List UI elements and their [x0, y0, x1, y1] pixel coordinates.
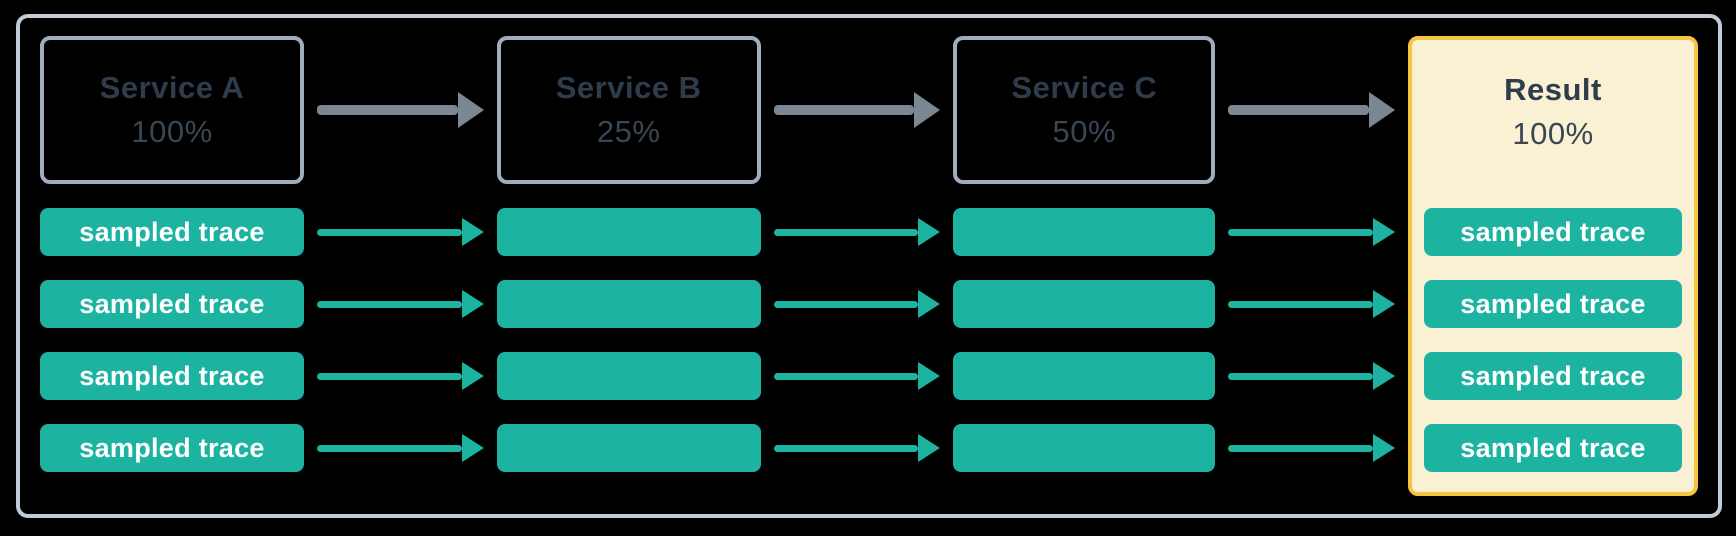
trace-bar-unlabeled [953, 280, 1216, 328]
arrow-head [461, 362, 484, 390]
flow-arrow-icon [1228, 92, 1395, 128]
arrow-shaft [317, 444, 462, 452]
result-name: Result [1504, 72, 1602, 107]
trace-bar: sampled trace [40, 352, 304, 400]
arrow-shaft [773, 300, 919, 308]
flow-arrow-icon [773, 92, 941, 128]
trace-bar: sampled trace [1424, 208, 1682, 256]
trace-arrow-icon [1228, 290, 1395, 318]
arrow-head [457, 92, 484, 128]
arrow-head [461, 290, 484, 318]
arrow-head [918, 434, 941, 462]
trace-bar-label: sampled trace [79, 432, 265, 463]
trace-bar: sampled trace [40, 424, 304, 472]
trace-arrow-icon [773, 218, 941, 246]
trace-arrow-icon [1228, 362, 1395, 390]
trace-arrow-icon [317, 434, 484, 462]
service-name: Service B [555, 70, 702, 105]
trace-bar-label: sampled trace [1460, 432, 1646, 463]
arrow-shaft [317, 105, 458, 115]
service-rate: 50% [1052, 114, 1117, 149]
trace-bar: sampled trace [1424, 352, 1682, 400]
trace-bar: sampled trace [1424, 424, 1682, 472]
service-box-a: Service A 100% [40, 36, 304, 184]
arrow-shaft [1228, 372, 1373, 380]
pipeline-container: Service A 100% Service B 25% Service C 5… [16, 14, 1722, 518]
trace-arrow-icon [317, 362, 484, 390]
service-name: Service C [1011, 70, 1158, 105]
trace-bar-unlabeled [496, 208, 761, 256]
flow-arrow-icon [317, 92, 484, 128]
trace-arrow-icon [1228, 218, 1395, 246]
arrow-head [1373, 290, 1395, 318]
trace-bar-label: sampled trace [1460, 360, 1646, 391]
trace-bar-unlabeled [496, 424, 761, 472]
trace-arrow-icon [1228, 434, 1395, 462]
arrow-shaft [317, 372, 462, 380]
trace-bar-unlabeled [496, 280, 761, 328]
arrow-shaft [1228, 444, 1373, 452]
trace-bar-label: sampled trace [79, 360, 265, 391]
arrow-shaft [1228, 228, 1373, 236]
result-box: Result 100% sampled trace sampled trace … [1408, 36, 1698, 496]
arrow-shaft [773, 228, 919, 236]
trace-bar: sampled trace [40, 280, 304, 328]
trace-bar-label: sampled trace [79, 216, 265, 247]
trace-bar-unlabeled [496, 352, 761, 400]
arrow-head [1369, 92, 1395, 128]
trace-bar-label: sampled trace [1460, 216, 1646, 247]
trace-arrow-icon [773, 362, 941, 390]
service-name: Service A [99, 70, 245, 105]
trace-bar-unlabeled [953, 208, 1216, 256]
arrow-shaft [773, 372, 919, 380]
trace-arrow-icon [317, 218, 484, 246]
arrow-shaft [773, 105, 915, 115]
service-rate: 25% [596, 114, 661, 149]
arrow-shaft [1228, 105, 1369, 115]
trace-arrow-icon [317, 290, 484, 318]
arrow-head [914, 92, 941, 128]
service-box-b: Service B 25% [496, 36, 761, 184]
arrow-head [461, 218, 484, 246]
pipeline-grid: Service A 100% Service B 25% Service C 5… [40, 36, 1698, 496]
trace-bar: sampled trace [40, 208, 304, 256]
result-header: Result 100% [1424, 40, 1682, 184]
arrow-shaft [317, 300, 462, 308]
arrow-head [461, 434, 484, 462]
result-rate: 100% [1512, 116, 1594, 151]
trace-bar: sampled trace [1424, 280, 1682, 328]
trace-bar-unlabeled [953, 352, 1216, 400]
arrow-head [1373, 362, 1395, 390]
arrow-head [1373, 218, 1395, 246]
trace-bar-label: sampled trace [1460, 288, 1646, 319]
service-rate: 100% [131, 114, 213, 149]
arrow-shaft [317, 228, 462, 236]
arrow-shaft [1228, 300, 1373, 308]
arrow-shaft [773, 444, 919, 452]
arrow-head [918, 218, 941, 246]
service-box-c: Service C 50% [953, 36, 1216, 184]
arrow-head [1373, 434, 1395, 462]
trace-bar-label: sampled trace [79, 288, 265, 319]
arrow-head [918, 290, 941, 318]
arrow-head [918, 362, 941, 390]
trace-arrow-icon [773, 434, 941, 462]
trace-arrow-icon [773, 290, 941, 318]
trace-bar-unlabeled [953, 424, 1216, 472]
